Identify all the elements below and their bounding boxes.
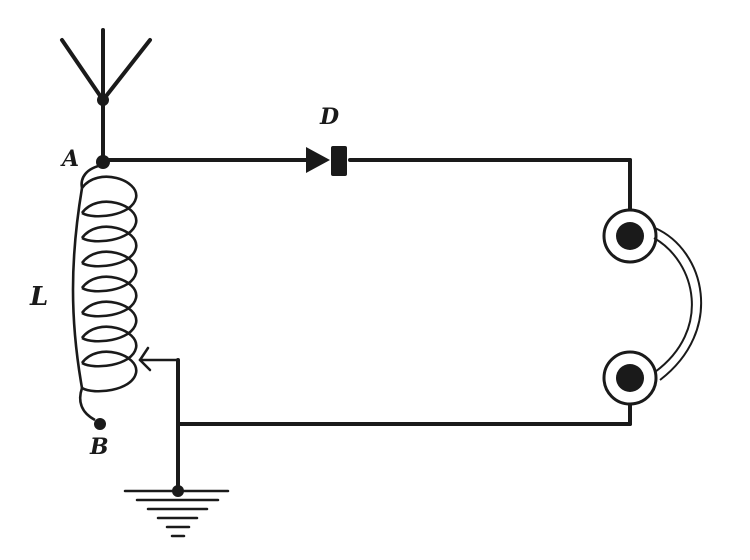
- detector-diode: [306, 146, 347, 176]
- earpiece-top: [602, 208, 658, 264]
- coil-turn: [80, 325, 138, 368]
- antenna: [60, 28, 152, 162]
- coil-spine: [71, 187, 84, 389]
- coil-turn: [80, 200, 138, 243]
- label-b: B: [89, 434, 109, 460]
- coil-turn: [80, 300, 138, 343]
- coil-tap: [138, 346, 180, 492]
- bottom-wire: [176, 396, 632, 426]
- coil-turn: [80, 175, 138, 218]
- label-l: L: [29, 282, 48, 312]
- headphones: [602, 208, 703, 406]
- coil-turn: [80, 225, 138, 268]
- coil-l: [71, 163, 138, 422]
- label-a: A: [60, 146, 79, 172]
- earpiece-bottom: [602, 350, 658, 406]
- coil-turn: [80, 275, 138, 318]
- label-d: D: [319, 104, 339, 130]
- top-wire: [101, 158, 632, 214]
- headband: [654, 227, 703, 381]
- node-b: [94, 418, 106, 430]
- coil-turn: [80, 350, 138, 393]
- coil-turn: [80, 250, 138, 293]
- ground-symbol: [123, 485, 230, 538]
